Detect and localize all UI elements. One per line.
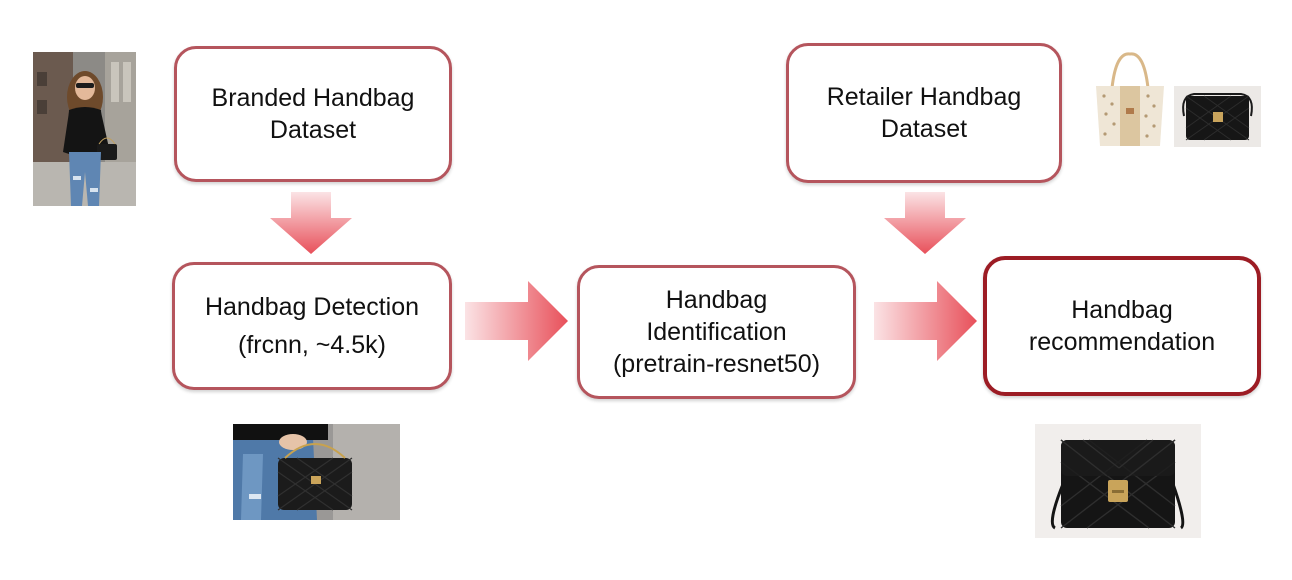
node-label-line: (frcnn, ~4.5k) bbox=[238, 331, 386, 359]
node-label-line: Handbag Detection bbox=[204, 293, 420, 321]
node-label-line: Retailer Handbag bbox=[826, 83, 1022, 111]
node-label-line: recommendation bbox=[1028, 328, 1216, 356]
arrow-retailer-to-recommendation bbox=[884, 192, 966, 254]
recommended-black-quilted-bag-photo bbox=[1035, 424, 1201, 538]
node-retailer-dataset: Retailer Handbag Dataset bbox=[786, 43, 1062, 183]
node-handbag-detection: Handbag Detection (frcnn, ~4.5k) bbox=[172, 262, 452, 390]
black-crossbody-bag-photo bbox=[1174, 86, 1261, 147]
arrow-detection-to-identification bbox=[465, 281, 568, 361]
node-label-line: Dataset bbox=[880, 115, 968, 143]
node-label-line: Identification bbox=[646, 318, 787, 346]
woman-with-handbag-photo bbox=[33, 52, 136, 206]
arrow-branded-to-detection bbox=[270, 192, 352, 254]
node-label-line: Branded Handbag bbox=[211, 84, 415, 112]
node-label-line: Dataset bbox=[269, 116, 357, 144]
node-handbag-recommendation: Handbag recommendation bbox=[983, 256, 1261, 396]
node-handbag-identification: Handbag Identification (pretrain-resnet5… bbox=[577, 265, 856, 399]
node-branded-dataset: Branded Handbag Dataset bbox=[174, 46, 452, 182]
node-label-line: (pretrain-resnet50) bbox=[612, 350, 821, 378]
node-label-line: Handbag bbox=[665, 286, 768, 314]
node-label-line: Handbag bbox=[1071, 296, 1173, 324]
beige-tote-bag-photo bbox=[1090, 52, 1170, 149]
cropped-black-handbag-photo bbox=[233, 424, 400, 520]
arrow-identification-to-recommendation bbox=[874, 281, 977, 361]
